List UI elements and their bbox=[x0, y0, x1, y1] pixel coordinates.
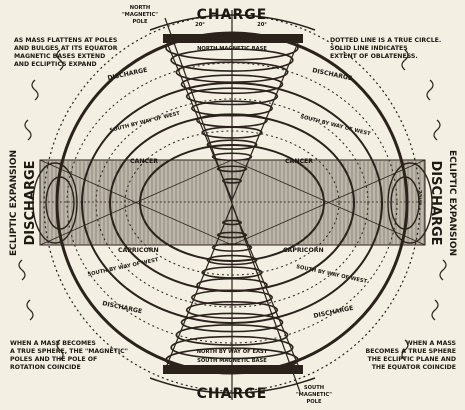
north-magnetic-base-label: NORTH MAGNETIC BASE bbox=[197, 46, 267, 52]
south-by-west-2: SOUTH BY WAY OF WEST bbox=[300, 114, 372, 137]
angle-mark-right: 20° bbox=[257, 22, 267, 28]
capricorn-right: CAPRICORN bbox=[283, 247, 324, 254]
discharge-wave bbox=[431, 299, 439, 321]
cancer-right: CANCER bbox=[285, 158, 313, 165]
left-note-2: AND BULGES AT ITS EQUATOR bbox=[14, 45, 118, 52]
discharge-wave bbox=[433, 119, 441, 141]
bottom-left-note-1: WHEN A MASS BECOMES bbox=[10, 340, 96, 347]
discharge-wave bbox=[439, 259, 447, 281]
right-note-2: SOLID LINE INDICATES bbox=[330, 45, 408, 52]
discharge-wave bbox=[56, 49, 64, 71]
bottom-right-note-1: WHEN A MASS bbox=[406, 340, 456, 347]
south-magnetic-base-label: SOUTH MAGNETIC BASE bbox=[197, 358, 267, 364]
bottom-right-note-4: THE EQUATOR COINCIDE bbox=[372, 364, 456, 371]
angle-mark-left: 20° bbox=[195, 22, 205, 28]
discharge-wave bbox=[31, 79, 39, 101]
charge-arc-top bbox=[149, 14, 316, 31]
bottom-left-note-4: ROTATION COINCIDE bbox=[10, 364, 81, 371]
discharge-wave bbox=[426, 79, 434, 101]
north-pole-label-2: "MAGNETIC" bbox=[122, 12, 158, 18]
discharge-wave bbox=[26, 299, 34, 321]
right-note-3: EXTENT OF OBLATENESS. bbox=[330, 53, 418, 60]
north-pole-label-3: POLE bbox=[132, 19, 148, 25]
charge-arc-bottom bbox=[149, 377, 316, 394]
south-pole-label-1: SOUTH bbox=[304, 385, 324, 391]
north-pole-label-1: NORTH bbox=[130, 5, 150, 11]
right-note-1: DOTTED LINE IS A TRUE CIRCLE. bbox=[330, 37, 441, 44]
discharge-wave bbox=[18, 259, 26, 281]
ecliptic-degrees: 23½° bbox=[416, 190, 423, 206]
discharge-small-1: DISCHARGE bbox=[107, 67, 148, 82]
charge-bottom-label: CHARGE bbox=[197, 386, 268, 402]
cancer-left: CANCER bbox=[130, 158, 158, 165]
capricorn-left: CAPRICORN bbox=[118, 247, 159, 254]
discharge-left: DISCHARGE bbox=[23, 160, 38, 245]
north-magnetic-base-bar bbox=[163, 34, 303, 43]
bottom-left-note-2: A TRUE SPHERE, THE "MAGNETIC" bbox=[10, 348, 128, 355]
discharge-small-4: DISCHARGE bbox=[313, 305, 354, 320]
south-by-west-4: SOUTH BY WAY OF WEST bbox=[296, 264, 368, 285]
charge-top-label: CHARGE bbox=[197, 7, 268, 23]
bottom-right-note-3: THE ECLIPTIC PLANE AND bbox=[368, 356, 456, 363]
discharge-wave bbox=[401, 339, 409, 361]
left-note-3: MAGNETIC BASES EXTEND bbox=[14, 53, 105, 60]
discharge-right: DISCHARGE bbox=[428, 160, 443, 245]
discharge-small-2: DISCHARGE bbox=[312, 67, 353, 82]
south-pole-label-3: POLE bbox=[306, 399, 322, 405]
bottom-right-note-2: BECOMES A TRUE SPHERE bbox=[366, 348, 456, 355]
discharge-wave bbox=[56, 339, 64, 361]
discharge-waves bbox=[18, 49, 447, 361]
south-magnetic-base-bar bbox=[163, 365, 303, 374]
left-note-1: AS MASS FLATTENS AT POLES bbox=[14, 37, 117, 44]
magnetic-axis bbox=[164, 17, 301, 393]
south-pole-label-2: "MAGNETIC" bbox=[296, 392, 332, 398]
side-lobes bbox=[32, 162, 433, 244]
north-by-east: NORTH BY WAY OF EAST bbox=[197, 349, 268, 355]
discharge-small-3: DISCHARGE bbox=[102, 300, 143, 315]
ecliptic-expansion-left: ECLIPTIC EXPANSION bbox=[9, 150, 19, 256]
left-note-4: AND ECLIPTICS EXPAND bbox=[14, 61, 97, 68]
bottom-left-note-3: POLES AND THE POLE OF bbox=[10, 356, 97, 363]
discharge-wave bbox=[24, 119, 32, 141]
discharge-wave bbox=[401, 49, 409, 71]
ecliptic-expansion-right: ECLIPTIC EXPANSION bbox=[447, 150, 457, 256]
